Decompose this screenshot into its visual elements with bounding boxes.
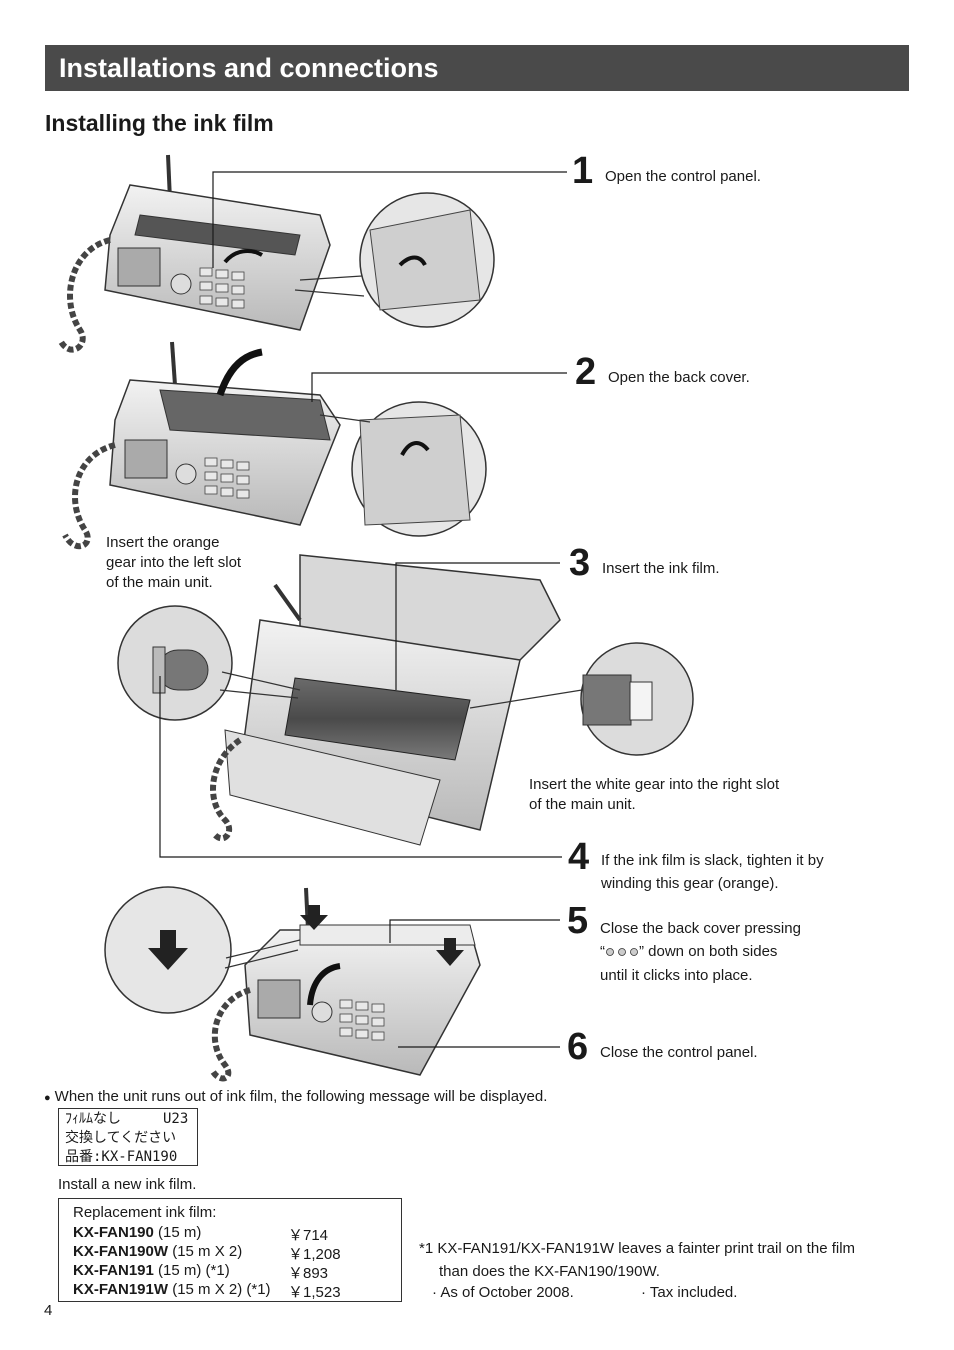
fax-illustration-step1 xyxy=(57,154,495,353)
step-6-text: Close the control panel. xyxy=(600,1044,758,1061)
message-note: ●When the unit runs out of ink film, the… xyxy=(44,1088,548,1105)
step-5-text: Close the back cover pressing “” down on… xyxy=(600,920,801,984)
footnote-tax: · Tax included. xyxy=(641,1284,738,1301)
lcd-message-box: ﾌｨﾙﾑなし U23 交換してください 品番:KX-FAN190 xyxy=(58,1108,198,1166)
step-1-number: 1 xyxy=(572,150,594,192)
ink-item: KX-FAN190W (15 m X 2) xyxy=(73,1243,243,1260)
step-5-number: 5 xyxy=(567,900,589,942)
ink-price: ￥1,523 xyxy=(288,1284,341,1301)
step-6-number: 6 xyxy=(567,1026,589,1068)
ink-item: KX-FAN191 (15 m) (*1) xyxy=(73,1262,230,1279)
white-gear-callout: Insert the white gear into the right slo… xyxy=(529,776,780,813)
bullet-icon: ● xyxy=(44,1092,51,1104)
step-1-text: Open the control panel. xyxy=(605,168,761,185)
step-2-text: Open the back cover. xyxy=(608,369,750,386)
orange-gear-callout: Insert the orange gear into the left slo… xyxy=(106,534,242,591)
leader-lines xyxy=(159,171,567,1048)
page-number: 4 xyxy=(44,1302,53,1319)
install-new-note: Install a new ink film. xyxy=(58,1176,197,1193)
ink-price: ￥893 xyxy=(288,1265,329,1282)
step-2-number: 2 xyxy=(575,351,597,393)
ink-item: KX-FAN191W (15 m X 2) (*1) xyxy=(73,1281,271,1298)
page-subtitle: Installing the ink film xyxy=(45,110,274,136)
step-4-number: 4 xyxy=(568,836,590,878)
ink-item: KX-FAN190 (15 m) xyxy=(73,1224,202,1241)
section-banner: Installations and connections xyxy=(45,45,909,91)
step-4-text: If the ink film is slack, tighten it by … xyxy=(601,852,824,892)
fax-illustration-step3 xyxy=(117,554,694,846)
replacement-ink-box: Replacement ink film: KX-FAN190 (15 m) ￥… xyxy=(58,1198,402,1302)
lcd-line-1: ﾌｨﾙﾑなし U23 xyxy=(65,1111,189,1127)
ink-price: ￥714 xyxy=(288,1227,329,1244)
fax-illustration-step5 xyxy=(104,886,481,1082)
fax-illustration-step2 xyxy=(62,341,487,550)
section-banner-title: Installations and connections xyxy=(59,53,439,83)
replacement-heading: Replacement ink film: xyxy=(73,1204,217,1221)
lcd-line-3: 品番:KX-FAN190 xyxy=(65,1149,178,1165)
footnote: *1 KX-FAN191/KX-FAN191W leaves a fainter… xyxy=(419,1240,856,1280)
three-dots-icon xyxy=(605,941,639,964)
ink-price: ￥1,208 xyxy=(288,1246,341,1263)
step-3-number: 3 xyxy=(569,542,591,584)
lcd-line-2: 交換してください xyxy=(65,1130,177,1146)
step-3-text: Insert the ink film. xyxy=(602,560,720,577)
footnote-as-of: · As of October 2008. xyxy=(432,1284,574,1301)
